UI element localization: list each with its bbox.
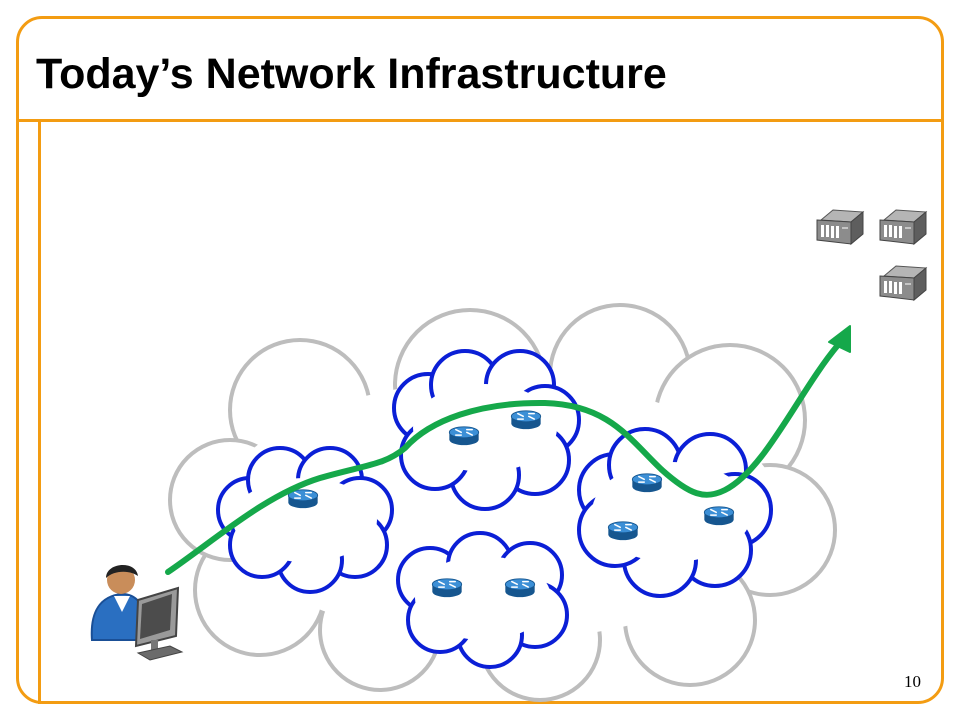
router-icon (631, 473, 663, 493)
server-icon (879, 265, 927, 301)
slide-title: Today’s Network Infrastructure (36, 50, 667, 98)
router-icon (504, 578, 536, 598)
router-icon (448, 426, 480, 446)
server-icon (816, 209, 864, 245)
router-icon (287, 489, 319, 509)
router-icon (607, 521, 639, 541)
network-cloud-bottom (396, 531, 569, 669)
router-icon (510, 410, 542, 430)
path-arrow (165, 325, 851, 575)
title-divider (16, 119, 944, 122)
user-at-computer-icon (90, 564, 184, 661)
slide-number: 10 (904, 672, 921, 691)
left-divider (38, 122, 41, 704)
router-icon (431, 578, 463, 598)
slide-frame (16, 16, 944, 704)
router-icon (703, 506, 735, 526)
server-icon (879, 209, 927, 245)
